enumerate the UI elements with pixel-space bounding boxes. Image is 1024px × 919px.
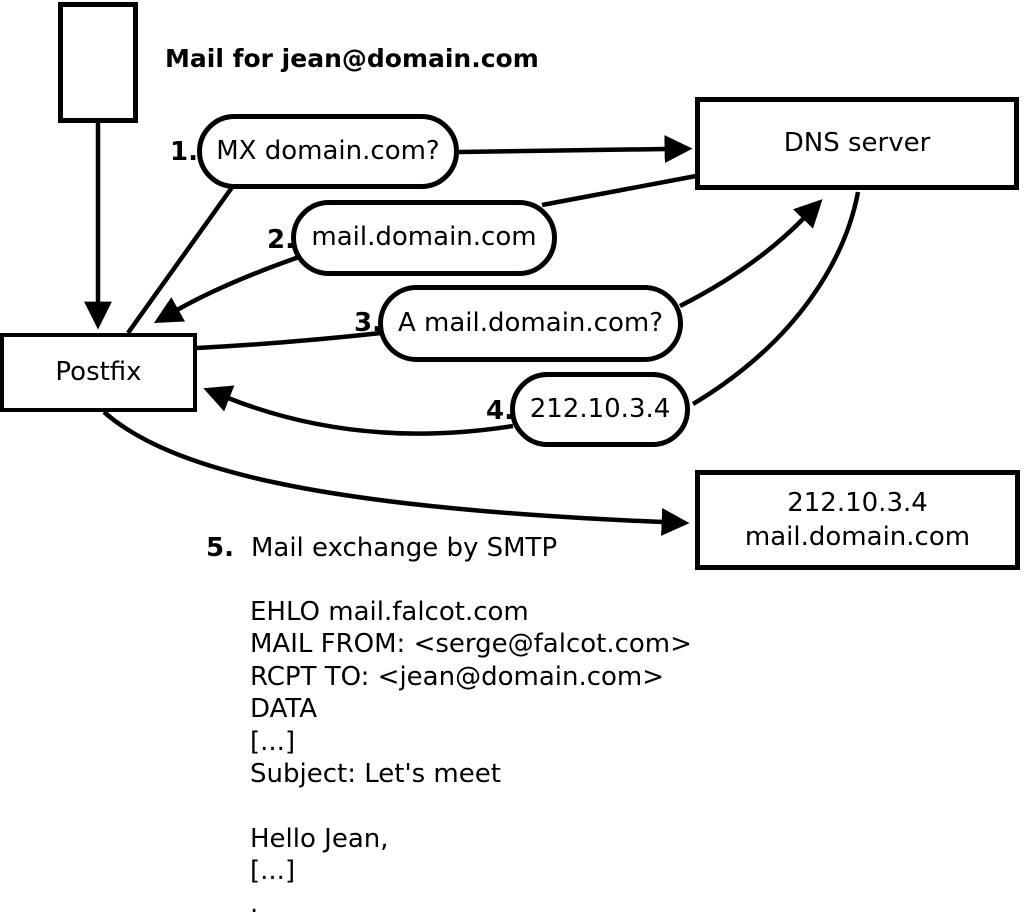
step-1-number: 1. (170, 137, 198, 167)
mail-server-hostname: mail.domain.com (744, 522, 971, 552)
postfix-node: Postfix (0, 333, 197, 412)
smtp-line-mail-from: MAIL FROM: <serge@falcot.com> (250, 629, 692, 660)
mail-message-icon (58, 2, 138, 123)
step-5-caption: 5. Mail exchange by SMTP (206, 533, 557, 563)
step-3-number: 3. (354, 308, 382, 338)
smtp-line-data: DATA (250, 694, 317, 725)
mail-server-ip: 212.10.3.4 (787, 488, 928, 518)
arrow-mx-query-to-dns (458, 135, 693, 163)
line-dns-to-a-answer (691, 191, 861, 406)
smtp-session-transcript: EHLO mail.falcot.com MAIL FROM: <serge@f… (250, 596, 692, 919)
smtp-line-rcpt-to: RCPT TO: <jean@domain.com> (250, 661, 665, 692)
step-1-bubble-mx-query: MX domain.com? (197, 114, 459, 189)
dns-server-node: DNS server (695, 97, 1019, 190)
step-4-bubble-a-answer: 212.10.3.4 (510, 372, 690, 447)
line-dns-to-mx-answer (541, 173, 697, 208)
smtp-line-ellipsis-2: [...] (250, 856, 296, 887)
step-2-number: 2. (267, 225, 295, 255)
smtp-line-end-dot: . (250, 888, 259, 919)
arrow-mx-answer-to-postfix (153, 254, 300, 323)
step-4-number: 4. (486, 396, 514, 426)
arrow-a-query-to-dns (678, 199, 823, 309)
smtp-line-greeting: Hello Jean, (250, 823, 389, 854)
step-2-bubble-mx-answer: mail.domain.com (291, 200, 557, 276)
line-postfix-to-mx-query (126, 184, 235, 335)
arrow-a-answer-to-postfix (203, 385, 514, 436)
mail-server-node: 212.10.3.4 mail.domain.com (695, 470, 1020, 570)
arrow-postfix-to-mailserver (102, 410, 690, 536)
smtp-line-subject: Subject: Let's meet (250, 758, 501, 789)
step-3-bubble-a-query: A mail.domain.com? (378, 285, 683, 362)
diagram-title: Mail for jean@domain.com (165, 44, 539, 73)
smtp-line-ehlo: EHLO mail.falcot.com (250, 597, 529, 627)
line-postfix-to-a-query (196, 330, 382, 351)
smtp-line-ellipsis-1: [...] (250, 726, 296, 757)
step-5-number: 5. (206, 533, 234, 563)
smtp-line-blank (250, 790, 692, 822)
step-5-label: Mail exchange by SMTP (250, 533, 558, 563)
